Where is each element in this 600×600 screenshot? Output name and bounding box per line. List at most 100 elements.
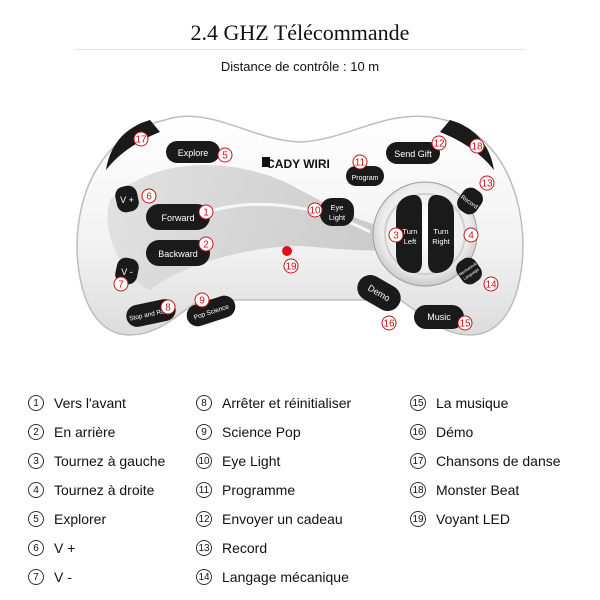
send-gift-button[interactable]: Send Gift xyxy=(386,142,440,164)
demo-button[interactable]: Demo xyxy=(353,270,406,316)
legend-item: 13 Record xyxy=(196,536,267,560)
legend-number: 19 xyxy=(410,511,426,527)
callout-6: 6 xyxy=(146,192,152,203)
explore-button[interactable]: Explore xyxy=(166,141,220,163)
legend-number: 16 xyxy=(410,424,426,440)
brand-logo: CADY WIRI xyxy=(266,157,330,171)
music-button[interactable]: Music xyxy=(414,305,464,329)
legend-number: 14 xyxy=(196,569,212,585)
legend-label: Tournez à droite xyxy=(54,482,155,498)
remote-control: CADY WIRI Explore Send Gift Program V + … xyxy=(76,115,524,336)
legend-item: 8 Arrêter et réinitialiser xyxy=(196,391,351,415)
turn-right-button[interactable]: Turn Right xyxy=(428,195,454,273)
logo-mark-icon xyxy=(262,157,270,167)
legend-label: Science Pop xyxy=(222,424,301,440)
svg-text:Send Gift: Send Gift xyxy=(394,149,432,159)
button-legend: 1 Vers l'avant 2 En arrière 3 Tournez à … xyxy=(0,391,600,600)
legend-item: 2 En arrière xyxy=(28,420,115,444)
callout-9: 9 xyxy=(199,296,205,307)
legend-label: En arrière xyxy=(54,424,116,440)
callout-10: 10 xyxy=(309,206,321,217)
callout-14: 14 xyxy=(485,280,497,291)
callout-12: 12 xyxy=(433,139,445,150)
legend-item: 1 Vers l'avant xyxy=(28,391,126,415)
legend-item: 17 Chansons de danse xyxy=(410,449,561,473)
callout-16: 16 xyxy=(383,319,395,330)
svg-text:Right: Right xyxy=(432,237,450,246)
legend-item: 11 Programme xyxy=(196,478,295,502)
legend-number: 4 xyxy=(28,482,44,498)
record-button[interactable]: Record xyxy=(454,184,487,218)
legend-number: 13 xyxy=(196,540,212,556)
led-indicator xyxy=(282,246,292,256)
legend-item: 9 Science Pop xyxy=(196,420,301,444)
callout-18: 18 xyxy=(471,142,483,153)
callout-13: 13 xyxy=(481,179,493,190)
callout-1: 1 xyxy=(203,208,209,219)
legend-label: Arrêter et réinitialiser xyxy=(222,395,352,411)
callout-2: 2 xyxy=(203,240,209,251)
svg-text:V -: V - xyxy=(121,267,133,277)
control-distance: Distance de contrôle : 10 m xyxy=(220,59,380,74)
legend-label: Chansons de danse xyxy=(436,453,561,469)
legend-item: 18 Monster Beat xyxy=(410,478,519,502)
legend-item: 15 La musique xyxy=(410,391,508,415)
svg-text:Left: Left xyxy=(404,237,417,246)
callout-15: 15 xyxy=(459,319,471,330)
legend-label: Explorer xyxy=(54,511,107,527)
svg-text:Program: Program xyxy=(352,175,379,182)
legend-number: 5 xyxy=(28,511,44,527)
forward-button[interactable]: Forward xyxy=(146,204,210,230)
svg-text:Explore: Explore xyxy=(178,148,209,158)
legend-number: 18 xyxy=(410,482,426,498)
mechanical-language-button[interactable]: Mechanical Language xyxy=(453,254,486,288)
legend-label: Vers l'avant xyxy=(54,395,126,411)
legend-label: Démo xyxy=(436,424,474,440)
legend-label: Monster Beat xyxy=(436,482,520,498)
title-divider xyxy=(75,49,525,50)
svg-text:Forward: Forward xyxy=(161,213,194,223)
callout-19: 19 xyxy=(285,262,297,273)
eye-light-button[interactable]: Eye Light xyxy=(320,198,354,226)
legend-number: 7 xyxy=(28,569,44,585)
callout-4: 4 xyxy=(468,231,474,242)
legend-number: 6 xyxy=(28,540,44,556)
legend-number: 2 xyxy=(28,424,44,440)
bumper-left[interactable] xyxy=(106,120,160,170)
legend-item: 7 V - xyxy=(28,565,72,589)
legend-item: 6 V + xyxy=(28,536,75,560)
svg-text:Backward: Backward xyxy=(158,249,198,259)
volume-up-button[interactable]: V + xyxy=(114,184,141,214)
legend-label: Eye Light xyxy=(222,453,281,469)
legend-label: La musique xyxy=(436,395,509,411)
callout-11: 11 xyxy=(355,158,366,169)
program-button[interactable]: Program xyxy=(346,166,384,186)
legend-number: 12 xyxy=(196,511,212,527)
legend-item: 12 Envoyer un cadeau xyxy=(196,507,343,531)
legend-item: 10 Eye Light xyxy=(196,449,280,473)
backward-button[interactable]: Backward xyxy=(146,240,210,266)
legend-item: 19 Voyant LED xyxy=(410,507,510,531)
legend-label: Record xyxy=(222,540,268,556)
legend-label: Voyant LED xyxy=(436,511,510,527)
legend-label: V + xyxy=(54,540,76,556)
callout-7: 7 xyxy=(118,280,124,291)
callout-17: 17 xyxy=(135,135,147,146)
legend-number: 15 xyxy=(410,395,426,411)
legend-label: Tournez à gauche xyxy=(54,453,166,469)
legend-number: 9 xyxy=(196,424,212,440)
svg-text:Music: Music xyxy=(427,312,451,322)
legend-label: Envoyer un cadeau xyxy=(222,511,343,527)
legend-number: 10 xyxy=(196,453,212,469)
bumper-right[interactable] xyxy=(440,120,494,170)
turn-left-button[interactable]: Turn Left xyxy=(396,195,422,273)
page-title: 2.4 GHZ Télécommande xyxy=(190,20,410,45)
svg-text:Eye: Eye xyxy=(331,203,344,212)
legend-item: 5 Explorer xyxy=(28,507,106,531)
callout-3: 3 xyxy=(393,231,399,242)
svg-text:V +: V + xyxy=(120,195,134,205)
pop-science-button[interactable]: Pop Science xyxy=(184,293,238,329)
legend-item: 4 Tournez à droite xyxy=(28,478,154,502)
legend-label: Langage mécanique xyxy=(222,569,349,585)
legend-number: 11 xyxy=(196,482,212,498)
